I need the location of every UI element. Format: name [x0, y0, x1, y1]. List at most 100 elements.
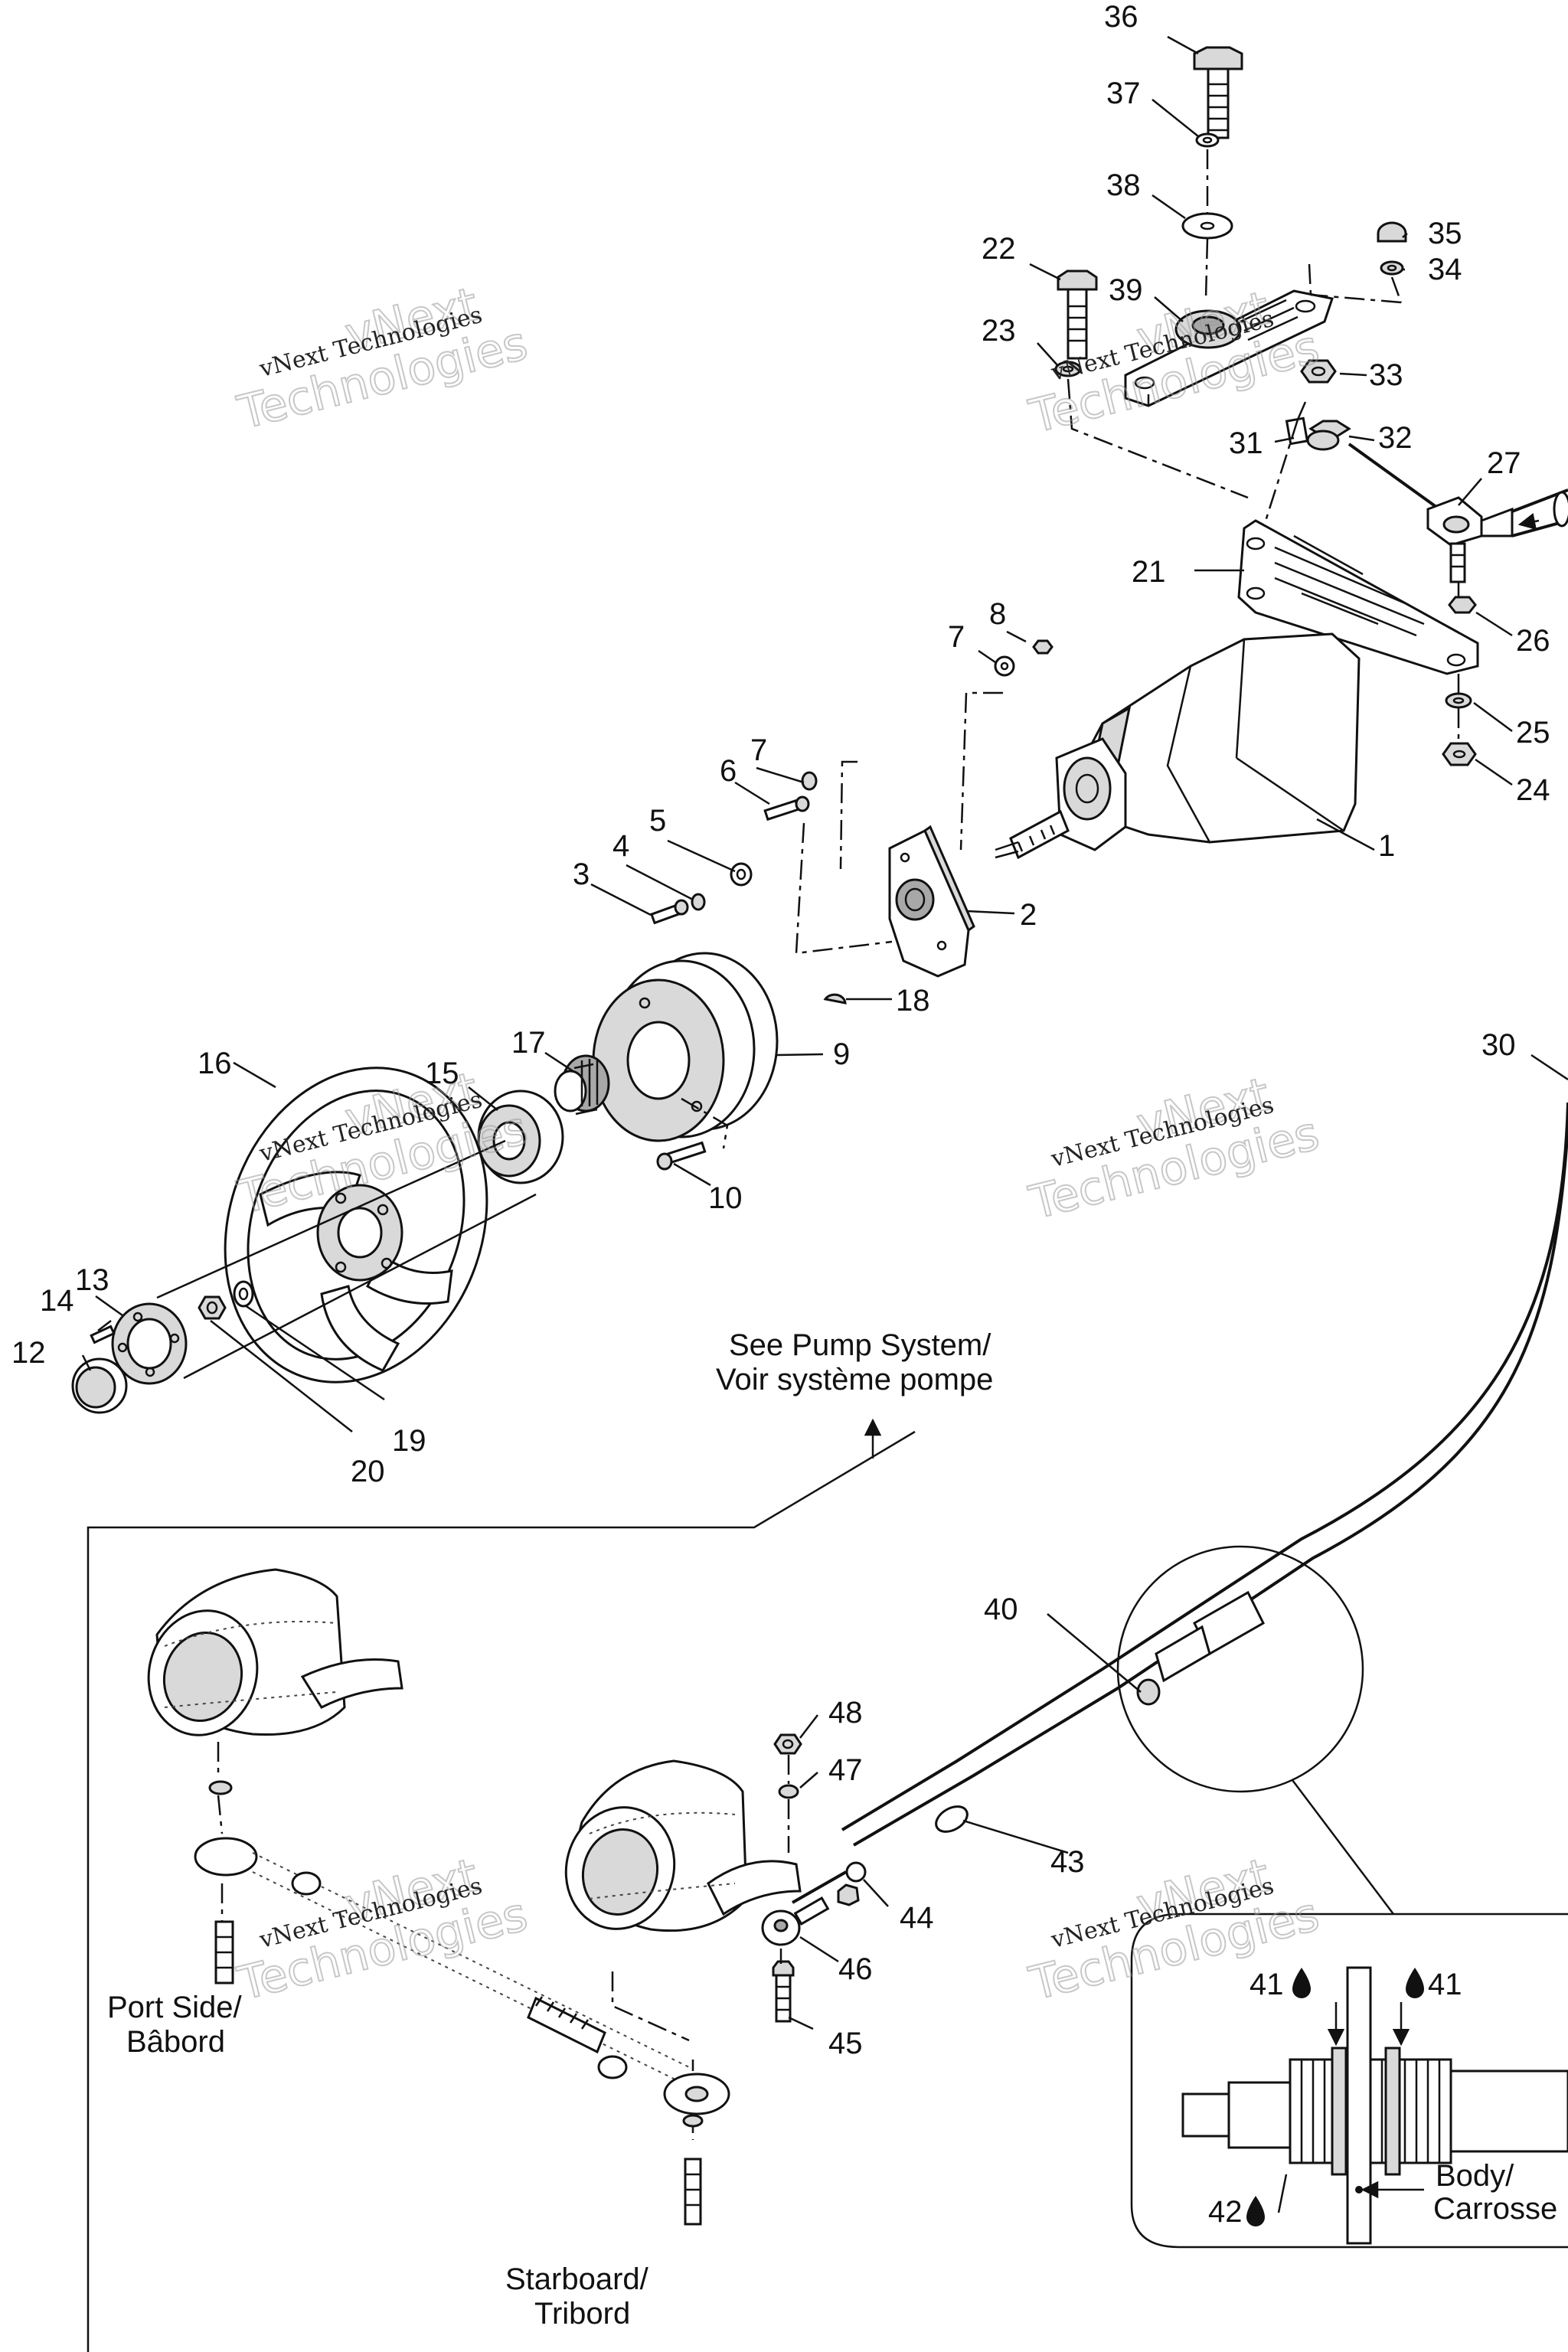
callout-17: 17 [511, 1026, 546, 1060]
callout-30: 30 [1481, 1028, 1516, 1062]
body-detail-inset [1130, 1913, 1568, 2249]
callout-22: 22 [982, 232, 1016, 266]
callout-40: 40 [984, 1592, 1018, 1626]
callout-46: 46 [838, 1952, 873, 1986]
mount-plate-2 [888, 825, 975, 978]
callout-5: 5 [649, 804, 666, 838]
callout-20: 20 [351, 1455, 385, 1488]
nut-20 [198, 1295, 227, 1320]
svg-text:Starboard/: Starboard/ [505, 2262, 649, 2296]
nut-8 [1032, 639, 1054, 655]
callout-16: 16 [198, 1047, 232, 1080]
callout-42: 42 [1208, 2195, 1243, 2229]
bolt-36 [1193, 46, 1243, 139]
callout-41b: 41 [1428, 1968, 1462, 2001]
callout-37: 37 [1106, 77, 1141, 110]
nut-24 [1442, 742, 1477, 766]
svg-text:Bâbord: Bâbord [126, 2025, 225, 2059]
spline-adapter-17 [554, 1054, 610, 1116]
nut-33 [1300, 359, 1337, 384]
callout-34: 34 [1428, 253, 1462, 286]
washer-25 [1445, 692, 1472, 709]
callout-39: 39 [1109, 273, 1143, 307]
detail-circle [1116, 1545, 1364, 1793]
svg-text:Carrosse: Carrosse [1433, 2192, 1557, 2226]
helm-1 [1009, 632, 1361, 860]
note-starboard: Starboard/ Tribord [505, 2262, 649, 2331]
callout-43: 43 [1050, 1845, 1085, 1879]
rod-end-46 [761, 1883, 860, 1946]
screw-14 [90, 1325, 116, 1344]
callout-23: 23 [982, 314, 1016, 348]
callout-2: 2 [1020, 898, 1037, 932]
watermark-5: Technologies vNext vNext Technologies [232, 1847, 534, 2011]
callout-14: 14 [40, 1284, 74, 1318]
steering-nozzle-center [564, 1759, 802, 1932]
washer-26 [1448, 596, 1477, 614]
callout-45: 45 [828, 2027, 863, 2060]
port-side-inset [87, 1418, 916, 2352]
callout-32: 32 [1378, 421, 1413, 455]
washer-7a [801, 771, 818, 791]
callout-41a: 41 [1250, 1968, 1284, 2001]
drop-icon [1292, 1968, 1311, 1998]
callout-35: 35 [1428, 217, 1462, 250]
top-bracket-assembly [1054, 46, 1568, 766]
svg-text:Port Side/: Port Side/ [107, 1991, 243, 2024]
screw-10 [656, 1141, 707, 1171]
callout-26: 26 [1516, 624, 1550, 658]
ball-joint-31-32 [1285, 416, 1441, 511]
cable-end-40-43 [792, 1805, 969, 1904]
callout-44: 44 [900, 1901, 934, 1935]
bracket-21 [1237, 519, 1479, 675]
washer-23 [1054, 361, 1082, 377]
washer-19 [233, 1280, 254, 1308]
note-body: Body/ Carrosse [1433, 2159, 1557, 2226]
callout-1: 1 [1378, 829, 1395, 863]
svg-text:Body/: Body/ [1436, 2159, 1514, 2193]
callout-27: 27 [1487, 446, 1521, 480]
callout-6: 6 [720, 754, 737, 788]
leader-lines [81, 35, 1568, 2030]
callout-21: 21 [1132, 555, 1166, 589]
watermark-1: Technologies vNext vNext Technologies [232, 276, 534, 440]
callout-33: 33 [1369, 358, 1403, 392]
callout-3: 3 [573, 858, 590, 891]
screw-35 [1377, 221, 1407, 243]
screw-3 [650, 899, 689, 925]
callout-labels: 1 2 3 4 5 6 7 7 8 9 10 12 13 14 15 16 17… [11, 0, 1550, 2229]
bolt-22 [1057, 270, 1098, 360]
cover-12 [71, 1357, 128, 1414]
nut-48 [773, 1733, 802, 1755]
washer-5 [730, 862, 753, 887]
watermark-4: Technologies vNext vNext Technologies [1024, 1067, 1325, 1230]
callout-4: 4 [612, 829, 629, 863]
washer-4 [691, 893, 706, 911]
callout-19: 19 [392, 1424, 426, 1458]
callout-47: 47 [828, 1753, 863, 1787]
callout-10: 10 [708, 1181, 743, 1215]
callout-9: 9 [833, 1037, 850, 1071]
steering-cable-30 [841, 1102, 1568, 1847]
watermark-2: Technologies vNext vNext Technologies [1024, 280, 1325, 444]
callout-15: 15 [425, 1057, 459, 1090]
note-pump-system: See Pump System/ Voir système pompe [716, 1328, 993, 1396]
washer-34 [1380, 260, 1404, 276]
hub-9 [592, 952, 779, 1142]
bracket-39 [1124, 289, 1334, 407]
callout-7b: 7 [948, 620, 965, 654]
callout-8: 8 [989, 597, 1006, 631]
callout-31: 31 [1229, 426, 1263, 460]
svg-text:Voir système pompe: Voir système pompe [716, 1363, 993, 1396]
callout-38: 38 [1106, 168, 1141, 202]
washer-38 [1181, 212, 1233, 240]
svg-text:Tribord: Tribord [534, 2297, 630, 2331]
cap-13 [111, 1302, 188, 1385]
note-port-side: Port Side/ Bâbord [107, 1991, 243, 2059]
key-18 [823, 993, 847, 1004]
hub-adapter-15 [477, 1089, 564, 1184]
callout-48: 48 [828, 1696, 863, 1730]
svg-text:See Pump System/: See Pump System/ [729, 1328, 991, 1362]
drop-icon [1406, 1968, 1424, 1998]
callout-13: 13 [75, 1263, 109, 1297]
